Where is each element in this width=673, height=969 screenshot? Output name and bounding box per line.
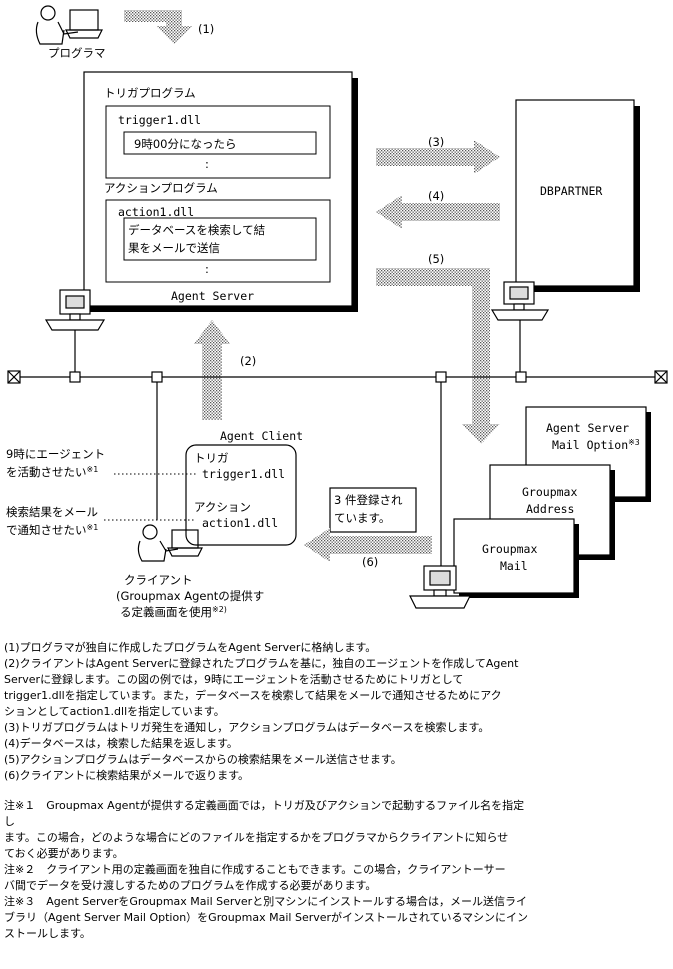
note-line: (1)プログラマが独自に作成したプログラムをAgent Serverに格納します…	[4, 641, 377, 654]
action-file: action1.dll	[118, 205, 194, 219]
note-line: (3)トリガプログラムはトリガ発生を通知し，アクションプログラムはデータベースを…	[4, 721, 490, 734]
note-line: trigger1.dllを指定しています。また，データベースを検索して結果をメー…	[4, 689, 502, 702]
step-5-label: (5)	[428, 252, 444, 266]
note-line: (4)データベースは，検索した結果を返します。	[4, 737, 238, 750]
mail-box	[453, 518, 575, 594]
client-trigger-file: trigger1.dll	[202, 467, 285, 481]
client-note-line2: る定義画面を使用※2)	[120, 605, 227, 619]
mail-line1: Groupmax	[482, 542, 537, 556]
step-6-label: (6)	[362, 555, 378, 569]
action-desc-box	[123, 217, 317, 261]
trigger-file: trigger1.dll	[118, 113, 201, 127]
address-line2: Address	[526, 502, 574, 516]
step-2-label: (2)	[240, 354, 256, 368]
footnote-line: 注※３ Agent ServerをGroupmax Mail Serverと別マ…	[4, 895, 527, 908]
client-action-label: アクション	[194, 500, 251, 514]
note-line: (5)アクションプログラムはデータベースからの検索結果をメール送信させます。	[4, 753, 402, 766]
explanation-notes: (1)プログラマが独自に作成したプログラムをAgent Serverに格納します…	[4, 640, 669, 942]
client-note-line1: (Groupmax Agentの提供す	[116, 589, 264, 603]
client-action-file: action1.dll	[202, 516, 278, 530]
client-box-title: Agent Client	[220, 429, 303, 443]
mail-option-line1: Agent Server	[546, 421, 629, 435]
footnote-line: バ間でデータを受け渡しするためのプログラムを作成する必要があります。	[4, 879, 377, 892]
note-line: (2)クライアントはAgent Serverに登録されたプログラムを基に，独自の…	[4, 657, 519, 670]
footnote-line: ます。この場合，どのような場合にどのファイルを指定するかをプログラマからクライア…	[4, 831, 509, 844]
message-line2: ています。	[334, 511, 390, 525]
note-line: (6)クライアントに検索結果がメールで返ります。	[4, 769, 250, 782]
want2-line1: 検索結果をメール	[6, 505, 98, 519]
step-1-label: (1)	[198, 22, 214, 36]
db-computer-icon	[490, 281, 550, 321]
address-line1: Groupmax	[522, 485, 577, 499]
trigger-program-title: トリガプログラム	[104, 86, 196, 100]
footnote-line: し	[4, 815, 15, 828]
client-label: クライアント	[124, 573, 193, 587]
message-line1: 3 件登録され	[334, 493, 403, 507]
footnote-line: ておく必要があります。	[4, 847, 124, 860]
trigger-condition: 9時00分になったら	[134, 137, 236, 151]
action-program-title: アクションプログラム	[104, 181, 218, 195]
programmer-icon	[35, 5, 103, 45]
arrow-1	[124, 10, 192, 44]
mail-line2: Mail	[500, 559, 528, 573]
server-computer-icon	[44, 289, 106, 331]
action-desc-line2: 果をメールで送信	[128, 241, 220, 255]
message-box	[329, 487, 417, 533]
footnote-line: ストールします。	[4, 927, 91, 940]
arrow-2	[194, 320, 230, 420]
dbpartner-label: DBPARTNER	[540, 184, 602, 198]
step-3-label: (3)	[428, 135, 444, 149]
footnote-line: 注※１ Groupmax Agentが提供する定義画面では，トリガ及びアクション…	[4, 799, 525, 812]
trigger-condition-box	[123, 131, 317, 155]
want1-line1: 9時にエージェント	[6, 447, 105, 461]
footnote-line: ブラリ（Agent Server Mail Option）をGroupmax M…	[4, 911, 529, 924]
mail-computer-icon	[409, 565, 471, 609]
want1-line2: を活動させたい※1	[6, 465, 98, 479]
mail-option-line2: Mail Option※3	[552, 438, 640, 452]
step-4-label: (4)	[428, 189, 444, 203]
arrow-5	[376, 268, 500, 444]
client-icon	[137, 524, 203, 562]
client-trigger-label: トリガ	[194, 451, 229, 465]
arrow-6	[304, 528, 432, 562]
action-desc-line1: データベースを検索して結	[128, 223, 265, 237]
client-box	[185, 444, 297, 546]
programmer-label: プログラマ	[48, 46, 106, 60]
arrow-3	[376, 140, 500, 174]
note-line: ションとしてaction1.dllを指定しています。	[4, 705, 225, 718]
system-diagram: プログラマ (1) トリガプログラム trigger1.dll 9時00分になっ…	[6, 5, 668, 619]
want2-line2: で通知させたい※1	[6, 523, 98, 537]
arrow-4	[376, 195, 500, 229]
trigger-ellipsis: :	[205, 157, 209, 171]
action-ellipsis: :	[205, 262, 209, 276]
note-line: Serverに登録します。この図の例では，9時にエージェントを活動させるためにト…	[4, 673, 464, 686]
server-name: Agent Server	[171, 289, 254, 303]
dbpartner-box	[515, 99, 635, 287]
footnote-line: 注※２ クライアント用の定義画面を独自に作成することもできます。この場合，クライ…	[4, 863, 506, 876]
network-line	[7, 320, 668, 566]
